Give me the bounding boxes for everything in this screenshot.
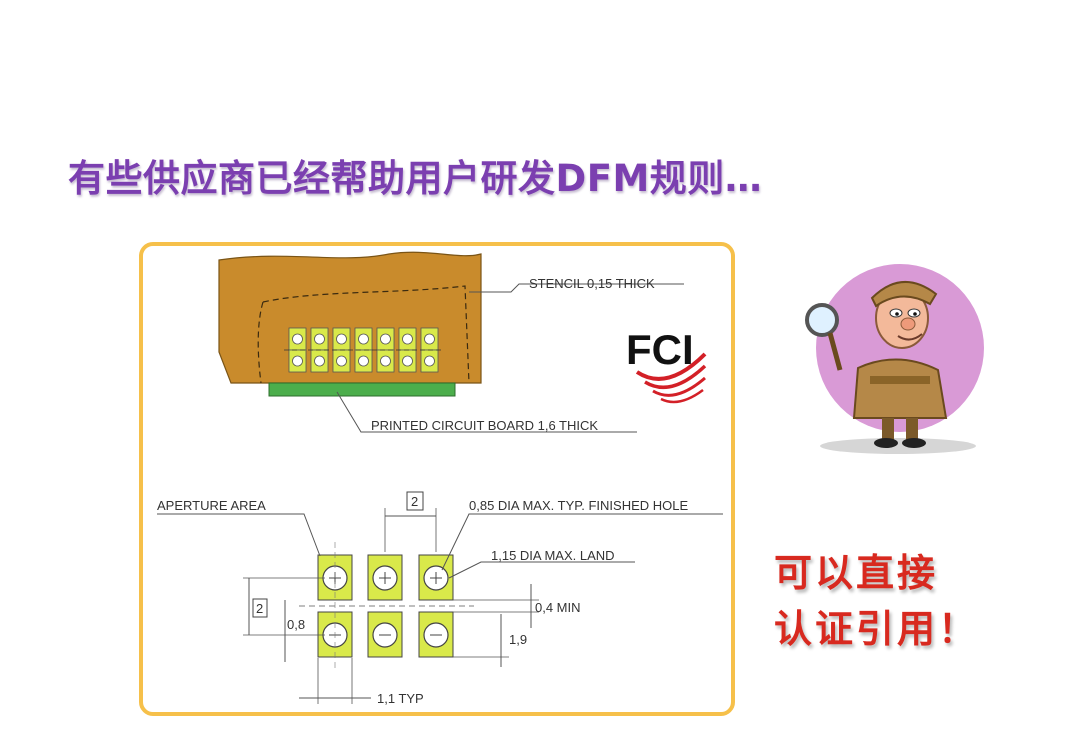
fci-technical-drawing: STENCIL 0,15 THICK PRINTED CIRCUIT BOARD… bbox=[157, 251, 723, 706]
stencil-dashed-outline bbox=[262, 285, 470, 384]
slide-title: 有些供应商已经帮助用户研发DFM规则… bbox=[68, 157, 763, 200]
aperture-label: APERTURE AREA bbox=[157, 498, 266, 513]
dim-11-label: 1,1 TYP bbox=[377, 691, 424, 706]
pcb-strip bbox=[268, 382, 456, 397]
callout-text: 可以直接 认证引用！ bbox=[774, 545, 979, 657]
detective-illustration bbox=[805, 264, 984, 454]
dim-08-label: 0,8 bbox=[287, 617, 305, 632]
callout-line-2: 认证引用！ bbox=[774, 607, 980, 651]
pcb-label: PRINTED CIRCUIT BOARD 1,6 THICK bbox=[371, 418, 598, 433]
svg-text:FCI: FCI bbox=[626, 326, 694, 373]
callout-line-1: 可以直接 bbox=[774, 551, 939, 595]
pitch-top-label: 2 bbox=[411, 494, 418, 509]
fci-logo: FCI bbox=[626, 326, 707, 404]
pitch-left-label: 2 bbox=[256, 601, 263, 616]
land-label: 1,15 DIA MAX. LAND bbox=[491, 548, 615, 563]
finished-hole-label: 0,85 DIA MAX. TYP. FINISHED HOLE bbox=[469, 498, 688, 513]
stencil-label: STENCIL 0,15 THICK bbox=[529, 276, 655, 291]
dim-04-label: 0,4 MIN bbox=[535, 600, 581, 615]
dim-19-label: 1,9 bbox=[509, 632, 527, 647]
